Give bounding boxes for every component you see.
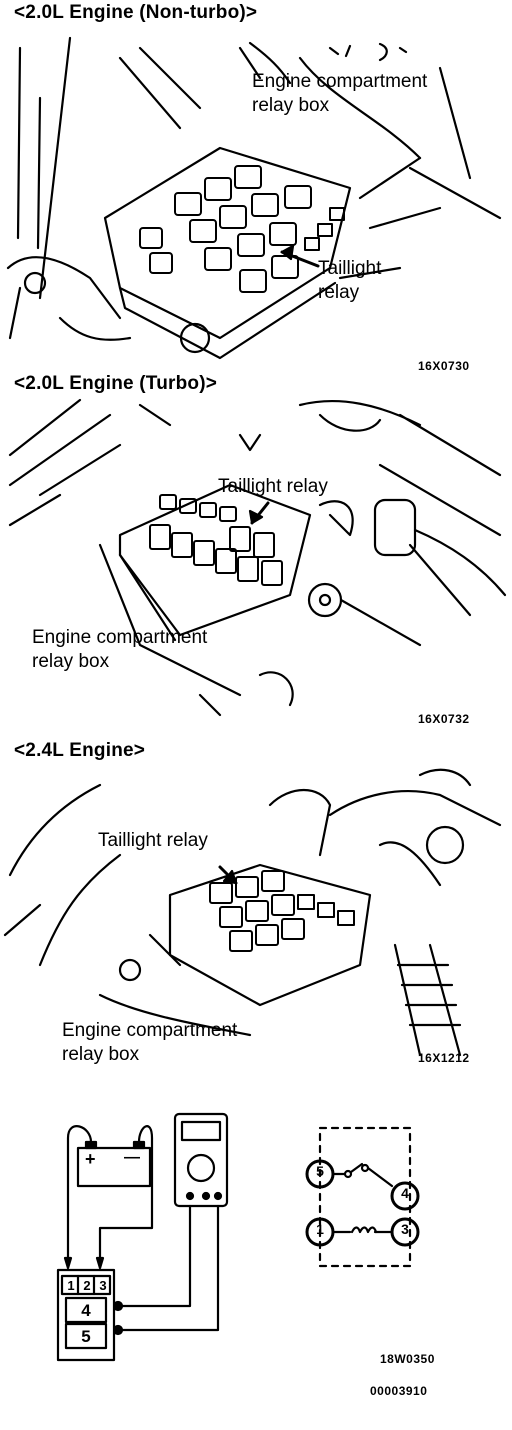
relay-terminal-3: 3 [99,1278,107,1293]
taillight-relay-label-turbo: Taillight relay [218,476,328,497]
taillight-relay-label-non-turbo: Taillight relay [318,258,382,303]
relay-box-label-2-4l: Engine compartment relay box [62,1020,238,1065]
battery-plus-label: + [85,1149,96,1169]
relay-test-wiring-diagram [0,1108,512,1368]
relay-grid [150,495,282,585]
schematic-terminal-5: 5 [316,1163,324,1179]
figure-code-16x0730: 16X0730 [418,359,470,373]
relay-terminal-1: 1 [67,1278,75,1293]
engine-bay-illustration-non-turbo [0,38,512,358]
schematic-terminal-3: 3 [401,1221,409,1237]
engine-bay-illustration-turbo [0,395,512,715]
engine-bay-illustration-2-4l [0,765,512,1075]
figure-code-18w0350: 18W0350 [380,1352,435,1366]
relay-box-label-non-turbo: Engine compartment relay box [252,71,428,116]
figure-code-00003910: 00003910 [370,1384,428,1398]
relay-grid [140,166,344,292]
schematic-terminal-1: 1 [316,1221,324,1237]
section-heading-non-turbo: <2.0L Engine (Non-turbo)> [14,2,258,23]
relay-terminal-5: 5 [81,1327,91,1346]
taillight-relay-label-2-4l: Taillight relay [98,830,208,851]
multimeter-icon [175,1114,227,1206]
section-heading-turbo: <2.0L Engine (Turbo)> [14,373,218,394]
relay-schematic-icon [307,1128,418,1266]
figure-code-16x0732: 16X0732 [418,712,470,726]
relay-grid [210,871,354,951]
battery-minus-label: — [124,1149,140,1166]
relay-icon [58,1270,114,1360]
relay-box-label-turbo: Engine compartment relay box [32,627,208,672]
section-heading-2-4l: <2.4L Engine> [14,740,146,761]
relay-terminal-2: 2 [83,1278,91,1293]
schematic-terminal-4: 4 [401,1185,409,1201]
relay-terminal-4: 4 [81,1301,91,1320]
figure-code-16x1212: 16X1212 [418,1051,470,1065]
